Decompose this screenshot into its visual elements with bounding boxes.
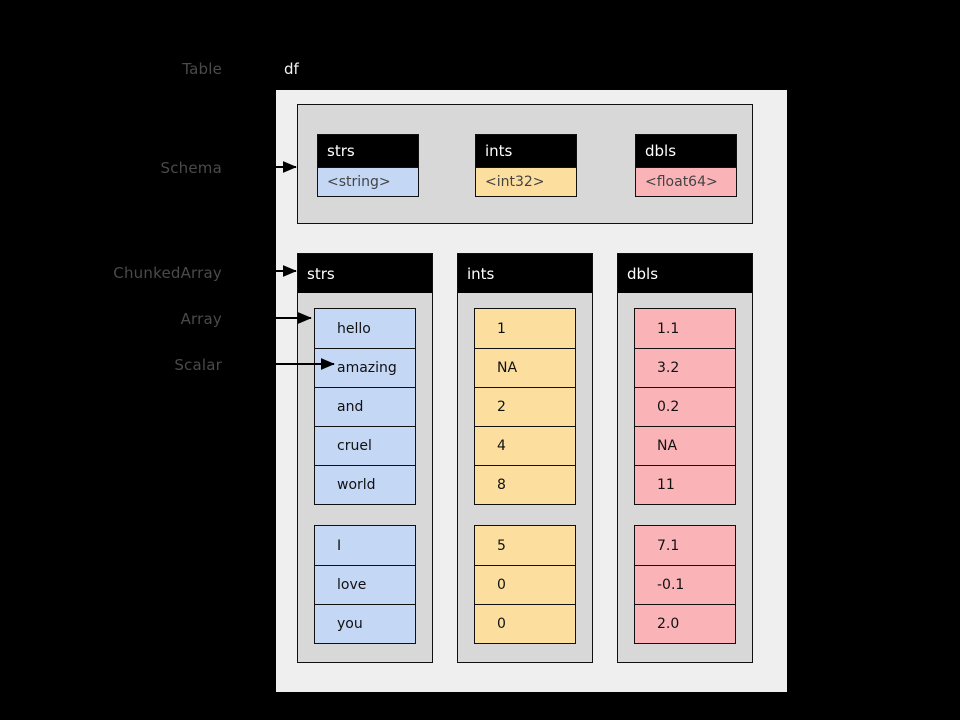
schema-field-dbls[interactable]: dbls <float64> [635,134,737,197]
chunked-array-header: dbls [618,254,752,293]
scalar-cell[interactable]: 7.1 [635,526,735,565]
scalar-cell[interactable]: world [315,465,415,504]
scalar-cell[interactable]: 0.2 [635,387,735,426]
scalar-cell[interactable]: cruel [315,426,415,465]
scalar-cell[interactable]: hello [315,309,415,348]
schema-field-strs[interactable]: strs <string> [317,134,419,197]
scalar-cell[interactable]: 11 [635,465,735,504]
label-scalar: Scalar [174,356,222,374]
schema-field-type: <string> [318,167,418,196]
scalar-cell[interactable]: 8 [475,465,575,504]
scalar-cell[interactable]: 1 [475,309,575,348]
label-chunkedarray: ChunkedArray [113,264,222,282]
schema-container: strs <string> ints <int32> dbls <float64… [297,104,753,224]
scalar-cell[interactable]: 1.1 [635,309,735,348]
chunked-array-header: ints [458,254,592,293]
scalar-cell[interactable]: love [315,565,415,604]
scalar-cell[interactable]: 0 [475,565,575,604]
label-schema: Schema [160,159,222,177]
scalar-cell[interactable]: 5 [475,526,575,565]
scalar-cell[interactable]: you [315,604,415,643]
scalar-cell[interactable]: amazing [315,348,415,387]
scalar-cell[interactable]: I [315,526,415,565]
schema-field-type: <float64> [636,167,736,196]
label-table: Table [182,60,222,78]
schema-field-name: dbls [636,135,736,167]
scalar-cell[interactable]: 3.2 [635,348,735,387]
scalar-cell[interactable]: -0.1 [635,565,735,604]
scalar-cell[interactable]: 4 [475,426,575,465]
schema-field-ints[interactable]: ints <int32> [475,134,577,197]
schema-field-name: strs [318,135,418,167]
scalar-cell[interactable]: 2 [475,387,575,426]
scalar-cell[interactable]: NA [635,426,735,465]
schema-field-name: ints [476,135,576,167]
label-array: Array [180,310,222,328]
scalar-cell[interactable]: 2.0 [635,604,735,643]
scalar-cell[interactable]: 0 [475,604,575,643]
scalar-cell[interactable]: NA [475,348,575,387]
chunked-array-header: strs [298,254,432,293]
scalar-cell[interactable]: and [315,387,415,426]
table-name: df [284,60,299,78]
schema-field-type: <int32> [476,167,576,196]
